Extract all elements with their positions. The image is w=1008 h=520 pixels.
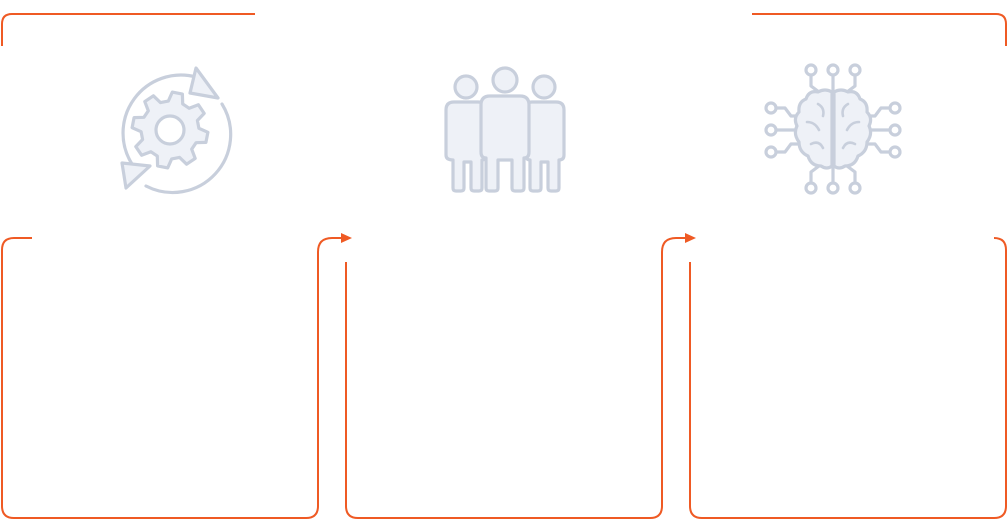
panel-1-frame	[1, 237, 342, 519]
panel-2-arrowhead	[685, 233, 696, 243]
team-icon	[434, 60, 574, 200]
panel-1-arrowhead	[341, 233, 352, 243]
gear-cycle-icon	[100, 60, 240, 200]
step-card-1	[2, 238, 318, 518]
brain-circuit-icon	[763, 60, 903, 200]
top-right-bracket	[752, 13, 1007, 46]
top-left-bracket	[1, 13, 255, 46]
step-card-2	[346, 238, 662, 518]
panel-2-frame	[345, 237, 686, 519]
step-card-3	[690, 238, 1006, 518]
panel-3-frame	[689, 237, 1007, 519]
gear-hole	[154, 114, 186, 146]
